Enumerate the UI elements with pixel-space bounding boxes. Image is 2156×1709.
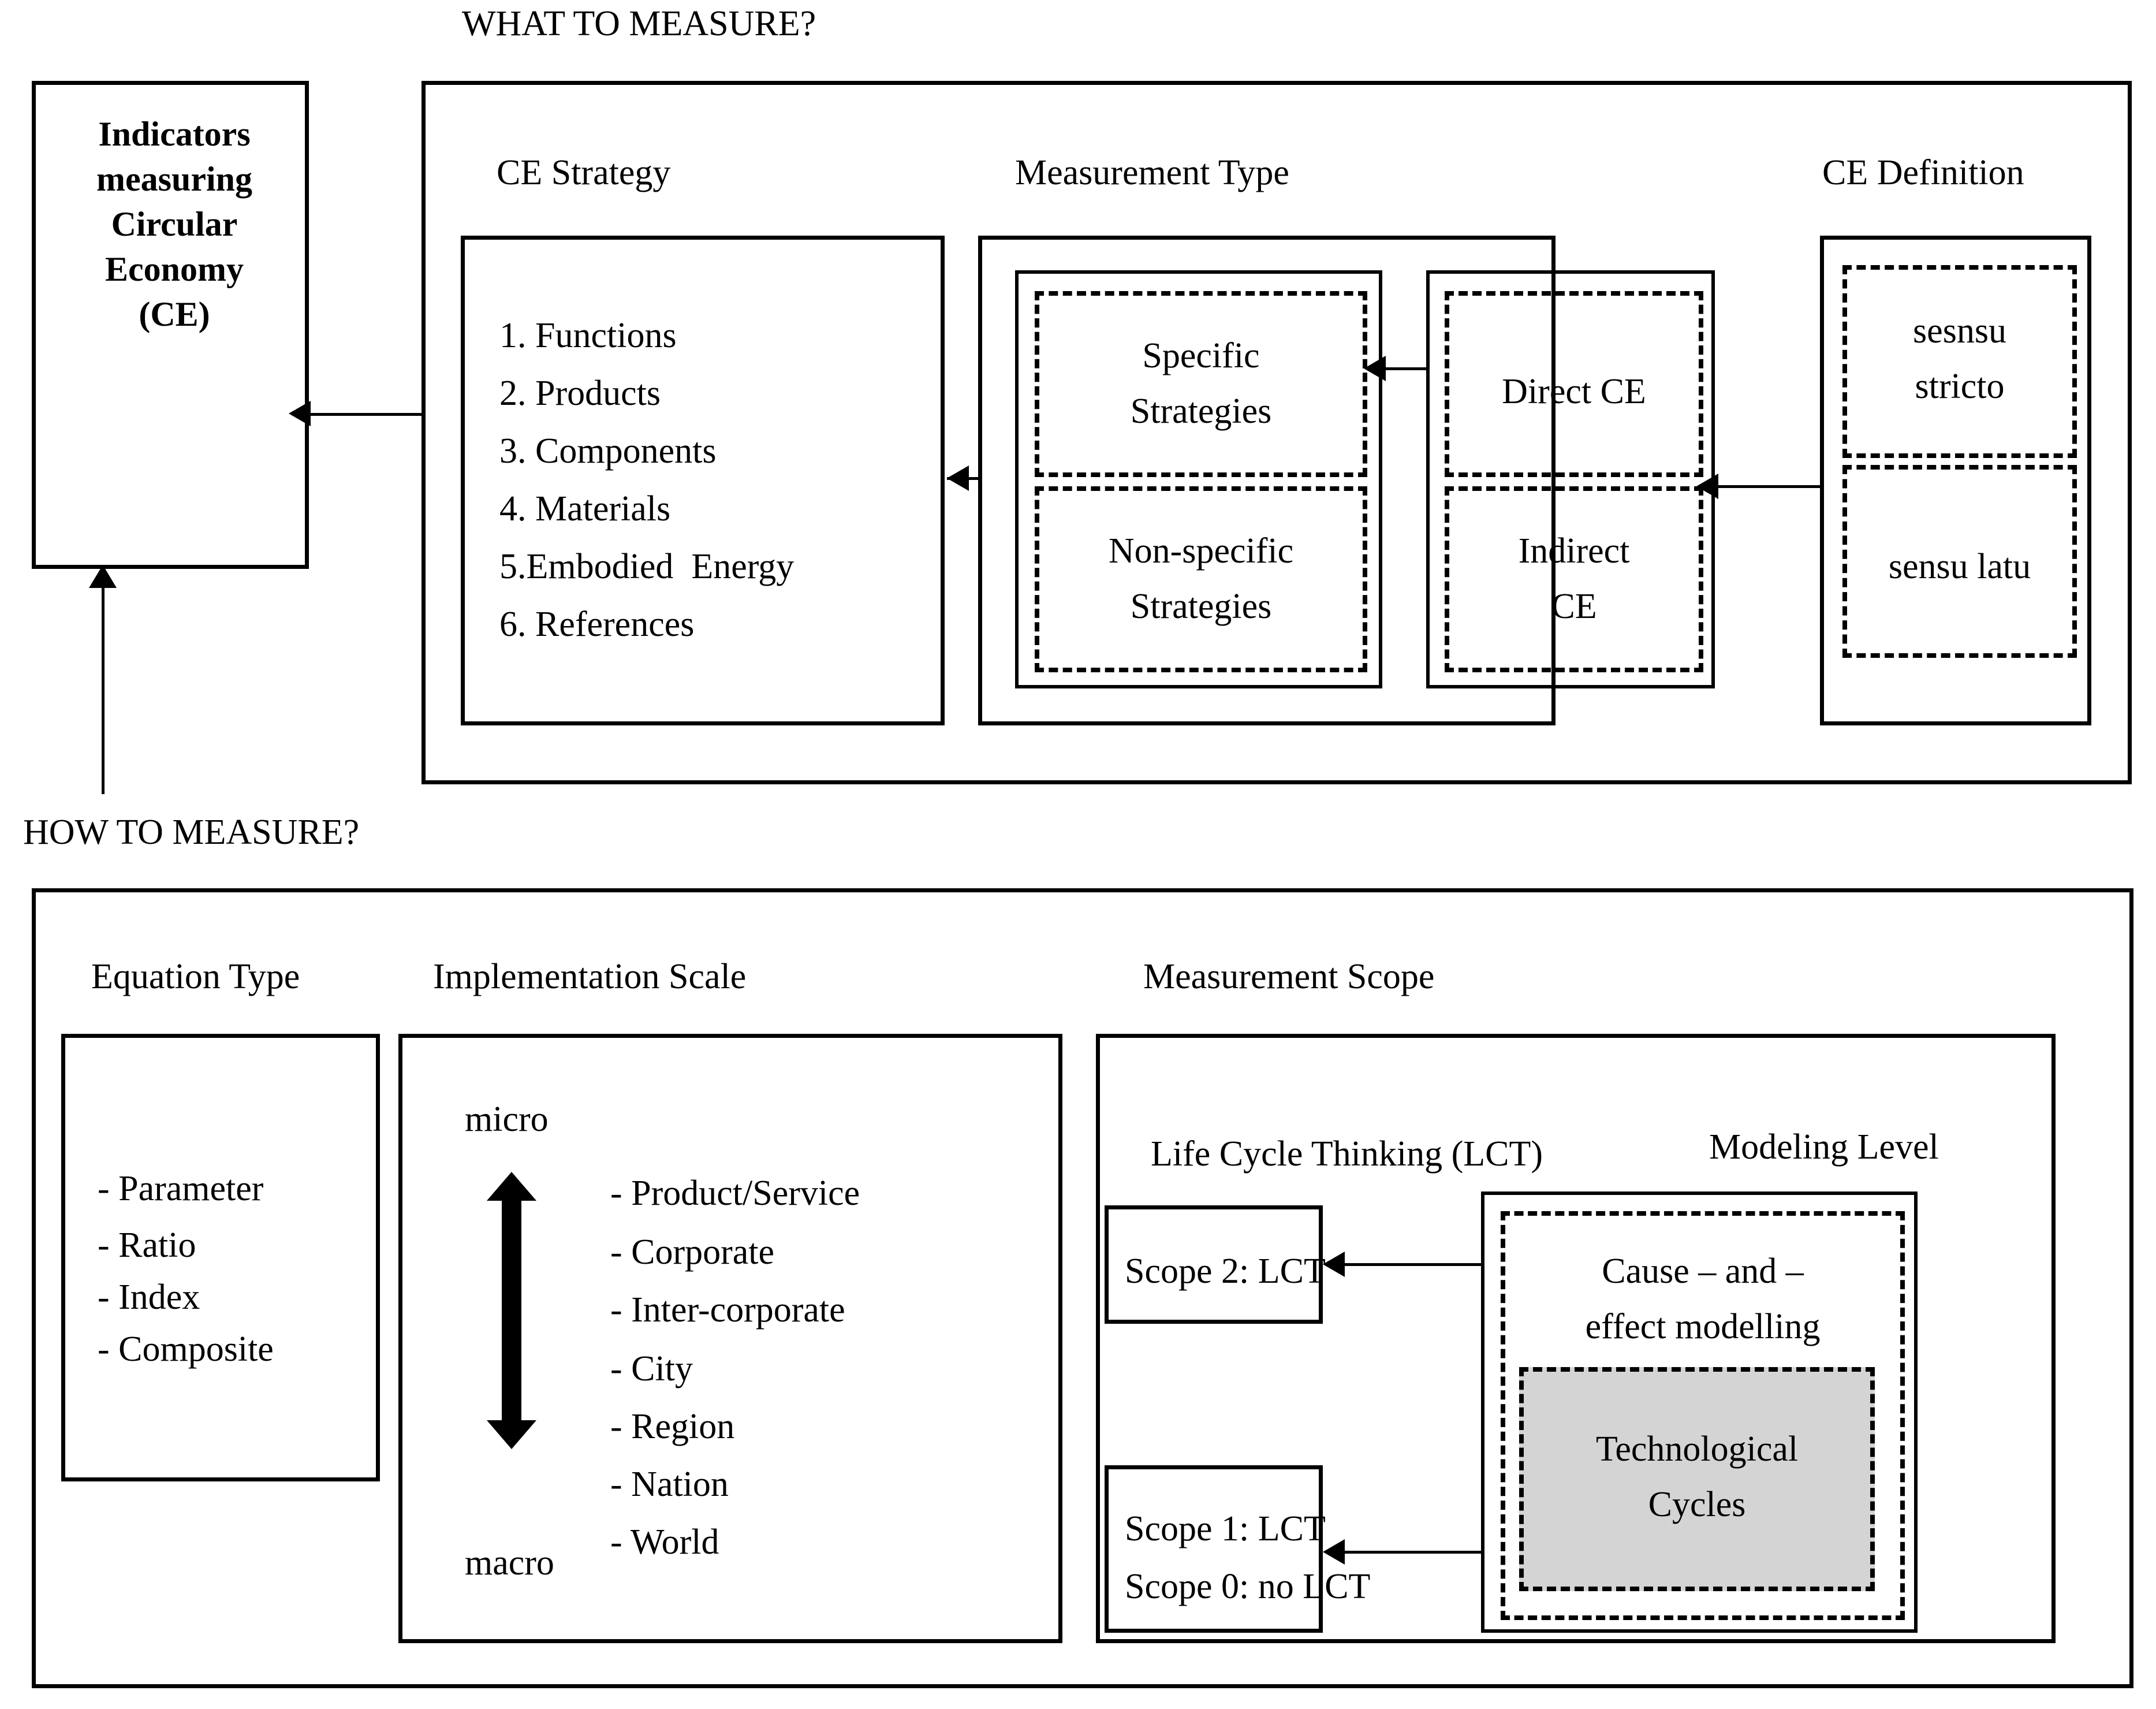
ce-definition-title: CE Definition bbox=[1822, 153, 2024, 192]
arrow-strategy-to-root-icon bbox=[289, 401, 311, 426]
indirect-ce-label: Indirect CE bbox=[1518, 531, 1630, 627]
scale-double-arrow-icon bbox=[487, 1172, 536, 1449]
sensu-stricto-label: sesnsu stricto bbox=[1913, 311, 2006, 407]
arrow-direct-to-specific-icon bbox=[1364, 356, 1386, 381]
ce-strategy-item-1: 1. Functions bbox=[499, 316, 677, 355]
equation-type-item-1: - Parameter bbox=[98, 1169, 264, 1208]
lct-title: Life Cycle Thinking (LCT) bbox=[1151, 1134, 1543, 1174]
sensu-stricto-box: sesnsu stricto bbox=[1842, 265, 2077, 458]
scale-item-2: - Corporate bbox=[610, 1233, 775, 1272]
measurement-type-title: Measurement Type bbox=[1015, 153, 1289, 192]
ce-strategy-title: CE Strategy bbox=[497, 153, 671, 192]
non-specific-strategies-label: Non-specific Strategies bbox=[1108, 531, 1294, 627]
arrow-cycles-to-scope1-icon bbox=[1323, 1539, 1345, 1565]
scale-item-3: - Inter-corporate bbox=[610, 1290, 845, 1330]
how-to-measure-panel bbox=[32, 888, 2133, 1688]
what-to-measure-caption: WHAT TO MEASURE? bbox=[462, 4, 816, 43]
connector-cycles-to-scope1 bbox=[1342, 1551, 1483, 1554]
directness-group-box: Direct CE Indirect CE bbox=[1426, 270, 1715, 688]
measurement-scope-title: Measurement Scope bbox=[1143, 957, 1435, 996]
equation-type-box: - Parameter - Ratio - Index - Composite bbox=[61, 1034, 380, 1481]
connector-modelling-to-scope2 bbox=[1342, 1263, 1483, 1266]
ce-strategy-item-6: 6. References bbox=[499, 605, 695, 644]
scale-item-7: - World bbox=[610, 1522, 719, 1562]
scope-2-box: Scope 2: LCT bbox=[1105, 1205, 1326, 1324]
arrow-modelling-to-scope2-icon bbox=[1323, 1252, 1345, 1277]
equation-type-item-3: - Index bbox=[98, 1278, 200, 1317]
specific-strategies-label: Specific Strategies bbox=[1130, 336, 1272, 431]
specific-strategies-box: Specific Strategies bbox=[1035, 291, 1367, 477]
ce-strategy-item-4: 4. Materials bbox=[499, 489, 671, 528]
scale-item-5: - Region bbox=[610, 1407, 735, 1446]
measurement-type-box bbox=[978, 236, 1556, 725]
ce-strategy-item-2: 2. Products bbox=[499, 374, 661, 413]
equation-type-title: Equation Type bbox=[91, 957, 300, 996]
scale-item-1: - Product/Service bbox=[610, 1174, 860, 1213]
ce-strategy-box: 1. Functions 2. Products 3. Components 4… bbox=[461, 236, 945, 725]
scope-0-label: Scope 0: no LCT bbox=[1125, 1567, 1371, 1606]
measurement-scope-box: Life Cycle Thinking (LCT) Modeling Level… bbox=[1096, 1034, 2056, 1643]
how-to-measure-caption: HOW TO MEASURE? bbox=[23, 813, 360, 852]
scale-axis-bottom-label: macro bbox=[465, 1543, 554, 1583]
connector-how-to-root bbox=[102, 569, 105, 794]
connector-direct-to-specific bbox=[1385, 367, 1430, 370]
arrow-mtype-to-strategy-icon bbox=[947, 466, 969, 491]
cause-effect-modelling-box: Cause – and – effect modelling Technolog… bbox=[1501, 1211, 1905, 1620]
root-indicators-label: Indicators measuring Circular Economy (C… bbox=[96, 115, 252, 333]
non-specific-strategies-box: Non-specific Strategies bbox=[1035, 486, 1367, 672]
ce-strategy-item-3: 3. Components bbox=[499, 431, 717, 471]
root-indicators-box: Indicators measuring Circular Economy (C… bbox=[32, 81, 309, 569]
scope-2-label: Scope 2: LCT bbox=[1125, 1252, 1326, 1291]
scale-item-4: - City bbox=[610, 1349, 693, 1388]
implementation-scale-box: micro - Product/Service - Corporate - In… bbox=[398, 1034, 1062, 1643]
equation-type-item-4: - Composite bbox=[98, 1330, 274, 1369]
arrow-definition-to-indirect-icon bbox=[1696, 474, 1718, 499]
arrow-how-to-root-icon bbox=[89, 565, 117, 588]
ce-definition-box: sesnsu stricto sensu latu bbox=[1820, 236, 2091, 725]
strategies-group-box: Specific Strategies Non-specific Strateg… bbox=[1015, 270, 1382, 688]
ce-strategy-item-5: 5.Embodied Energy bbox=[499, 547, 794, 586]
cause-effect-modelling-label: Cause – and – effect modelling bbox=[1585, 1252, 1821, 1347]
indirect-ce-box: Indirect CE bbox=[1445, 486, 1703, 672]
technological-cycles-label: Technological Cycles bbox=[1595, 1429, 1799, 1525]
scale-axis-top-label: micro bbox=[465, 1100, 549, 1139]
scale-item-6: - Nation bbox=[610, 1465, 729, 1504]
direct-ce-box: Direct CE bbox=[1445, 291, 1703, 477]
direct-ce-label: Direct CE bbox=[1502, 372, 1646, 411]
equation-type-item-2: - Ratio bbox=[98, 1226, 196, 1265]
sensu-latu-box: sensu latu bbox=[1842, 465, 2077, 658]
connector-strategy-to-root bbox=[309, 413, 421, 416]
modeling-level-title: Modeling Level bbox=[1709, 1127, 1939, 1167]
scope-1-0-box: Scope 1: LCT Scope 0: no LCT bbox=[1105, 1465, 1370, 1633]
what-to-measure-panel bbox=[421, 81, 2132, 784]
sensu-latu-label: sensu latu bbox=[1888, 547, 2031, 586]
implementation-scale-title: Implementation Scale bbox=[433, 957, 747, 996]
connector-definition-to-indirect bbox=[1717, 485, 1821, 488]
scope-1-label: Scope 1: LCT bbox=[1125, 1509, 1326, 1548]
modeling-level-box: Cause – and – effect modelling Technolog… bbox=[1481, 1192, 1918, 1633]
technological-cycles-box: Technological Cycles bbox=[1519, 1367, 1875, 1591]
